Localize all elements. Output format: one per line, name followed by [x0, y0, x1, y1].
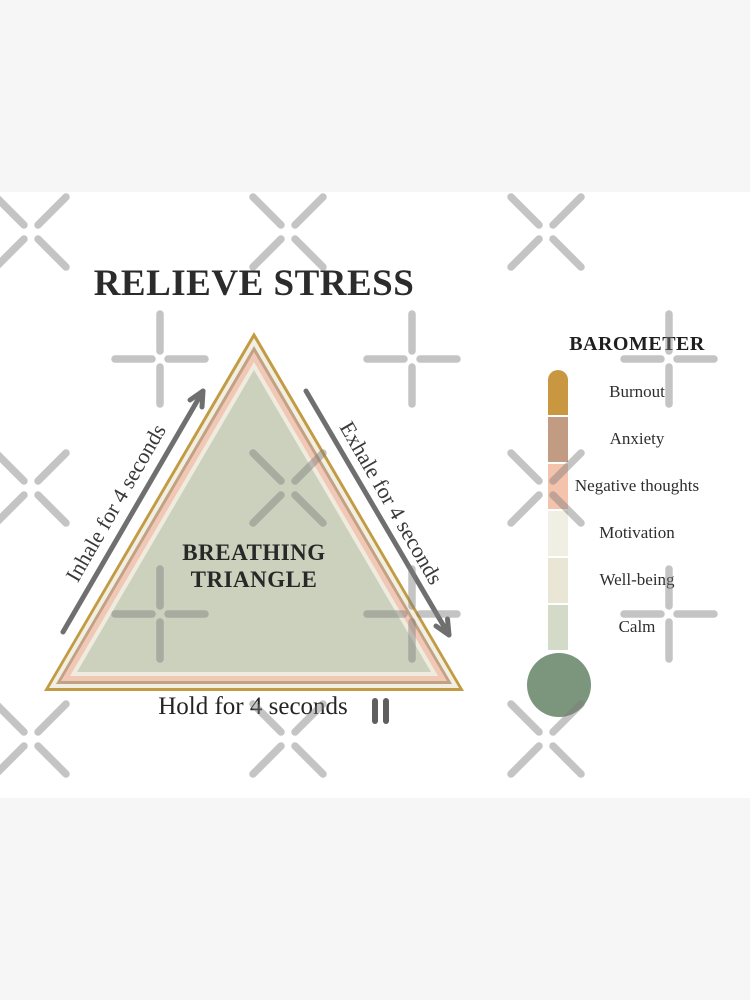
barometer-segment-negative-thoughts: [548, 464, 568, 509]
barometer-segment-burnout: [548, 370, 568, 415]
exhale-arrow-icon: [303, 388, 452, 638]
pause-icon: [372, 698, 389, 724]
barometer-segment-anxiety: [548, 417, 568, 462]
hold-label: Hold for 4 seconds: [158, 693, 348, 720]
barometer-label-burnout: Burnout: [609, 382, 665, 401]
page-title: RELIEVE STRESS: [93, 263, 415, 304]
barometer-label-anxiety: Anxiety: [609, 429, 665, 448]
barometer-label-negative-thoughts: Negative thoughts: [574, 476, 700, 495]
triangle-fill-sage: [77, 370, 431, 672]
barometer-segment-well-being: [548, 558, 568, 603]
inhale-arrow-icon: [60, 388, 206, 635]
triangle-center-label: BREATHING TRIANGLE: [104, 539, 404, 593]
barometer-label-calm: Calm: [618, 617, 656, 636]
barometer-label-well-being: Well-being: [599, 570, 675, 589]
triangle-center-label-line2: TRIANGLE: [190, 567, 318, 592]
poster-artwork: RELIEVE STRESS BREATHING TRIANGLE Inhale…: [0, 192, 750, 798]
triangle-center-label-line1: BREATHING: [182, 540, 326, 565]
barometer-segment-motivation: [548, 511, 568, 556]
breathing-triangle-graphic: [44, 332, 464, 724]
barometer-label-motivation: Motivation: [599, 523, 675, 542]
barometer-segment-calm: [548, 605, 568, 650]
barometer-title: BAROMETER: [569, 333, 705, 355]
barometer-tube: [548, 370, 568, 652]
barometer-bulb: [527, 653, 591, 717]
